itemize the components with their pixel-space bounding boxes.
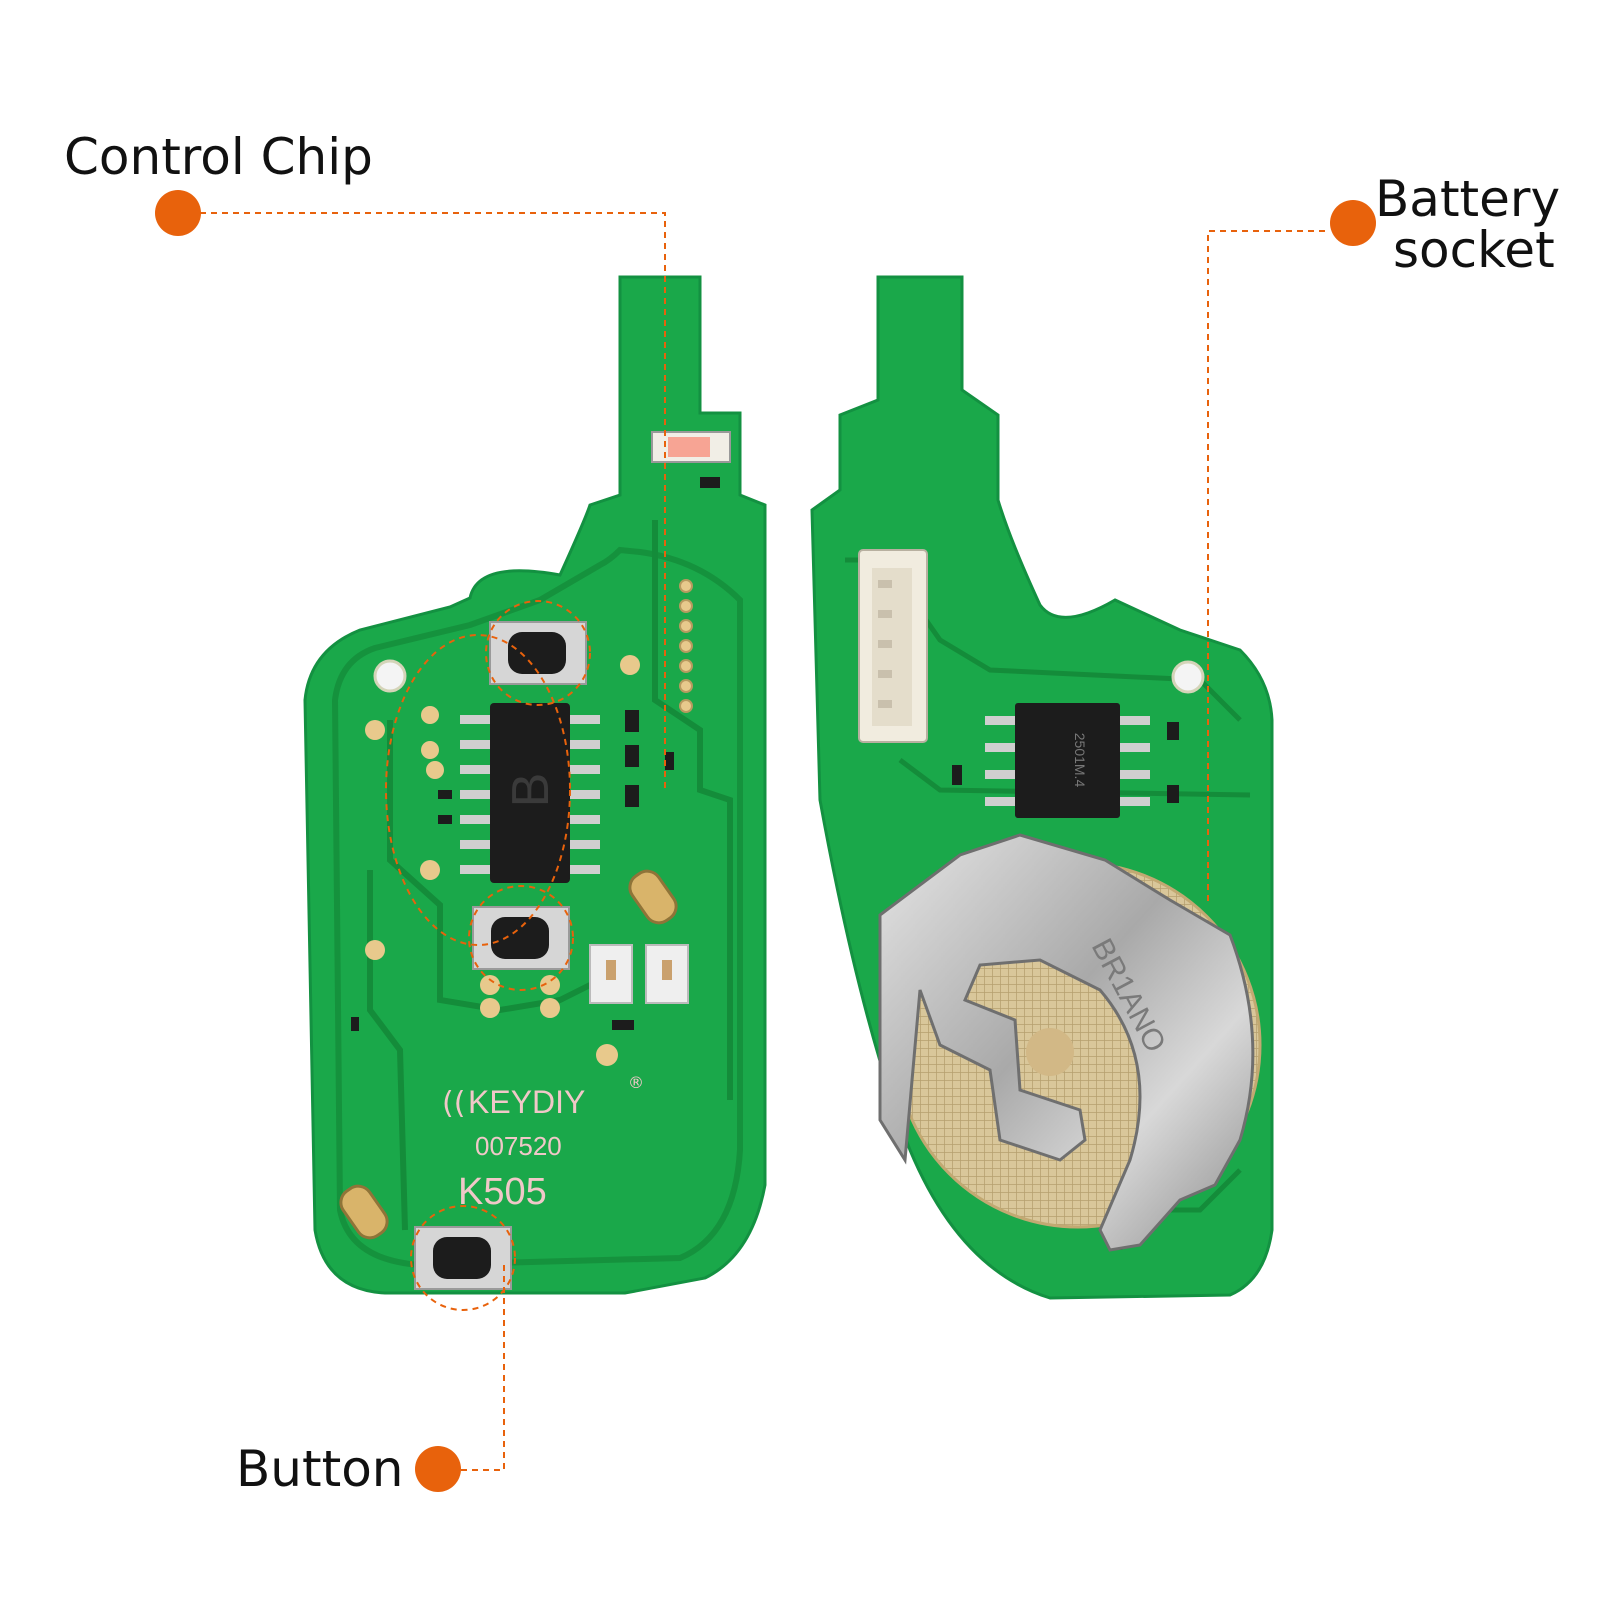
button-leader [461,1265,505,1471]
chip-mark: B [502,773,560,808]
registered-icon: ® [628,1073,644,1092]
button-top [489,621,587,685]
brand-logo-icon: (( [442,1086,465,1121]
button-bottom-highlight [410,1205,516,1311]
button-label: Button [236,1440,404,1498]
button-bottom [414,1226,512,1290]
front-pcb: B [303,275,767,1295]
eeprom-mark: 2501M.4 [1072,733,1088,788]
button-top-highlight [485,600,591,706]
control-chip-highlight [385,634,571,946]
eeprom-chip: 2501M.4 [985,703,1150,818]
control-chip-dot [155,190,201,236]
button-dot [415,1446,461,1492]
pin-connector [858,549,928,743]
button-middle [472,906,570,970]
battery-socket-leader [1207,230,1325,905]
serial-number: 007520 [475,1131,562,1161]
control-chip-leader [200,212,666,789]
control-chip-label: Control Chip [64,128,373,186]
battery-socket-label-line1: Battery [1375,170,1561,228]
callout-leaders [200,212,1325,1471]
control-chip: B [460,703,600,883]
battery-socket-dot [1330,200,1376,246]
battery-socket-label-line2: socket [1393,221,1555,279]
button-middle-highlight [468,885,574,991]
back-pcb: 2501M.4 BR1ANO [810,275,1274,1300]
brand-name: KEYDIY [468,1084,585,1120]
battery-socket: BR1ANO [878,833,1262,1252]
